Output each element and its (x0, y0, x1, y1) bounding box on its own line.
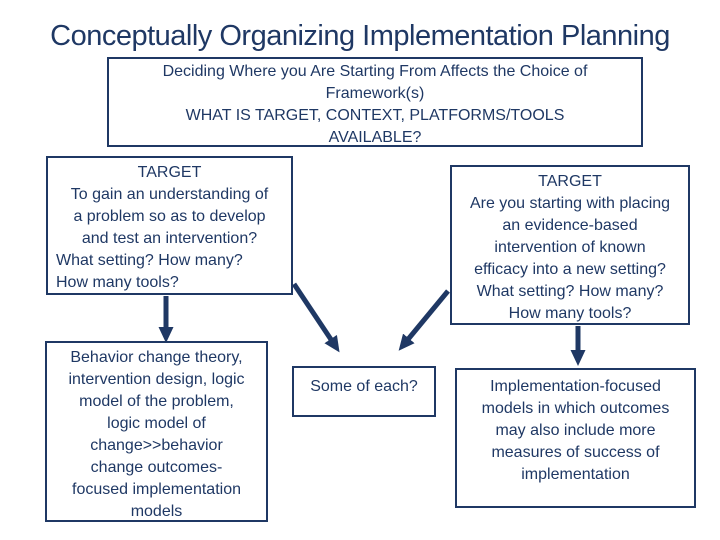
behavior-change-models-box: Behavior change theory, intervention des… (45, 341, 268, 522)
some-of-each-box: Some of each? (292, 366, 436, 417)
target-understanding-text: TARGET To gain an understanding of a pro… (70, 164, 269, 247)
implementation-focused-models-box: Implementation-focused models in which o… (455, 368, 696, 508)
slide-title: Conceptually Organizing Implementation P… (50, 20, 670, 52)
arrow-right-target-to-some-of-each (398, 289, 450, 351)
target-evidence-based-box: TARGET Are you starting with placing an … (450, 165, 690, 325)
framework-choice-box: Deciding Where you Are Starting From Aff… (107, 57, 643, 147)
target-understanding-box: TARGET To gain an understanding of a pro… (46, 156, 293, 295)
arrow-left-target-to-some-of-each (291, 282, 340, 353)
target-understanding-setting-questions: What setting? How many? How many tools? (56, 252, 243, 291)
